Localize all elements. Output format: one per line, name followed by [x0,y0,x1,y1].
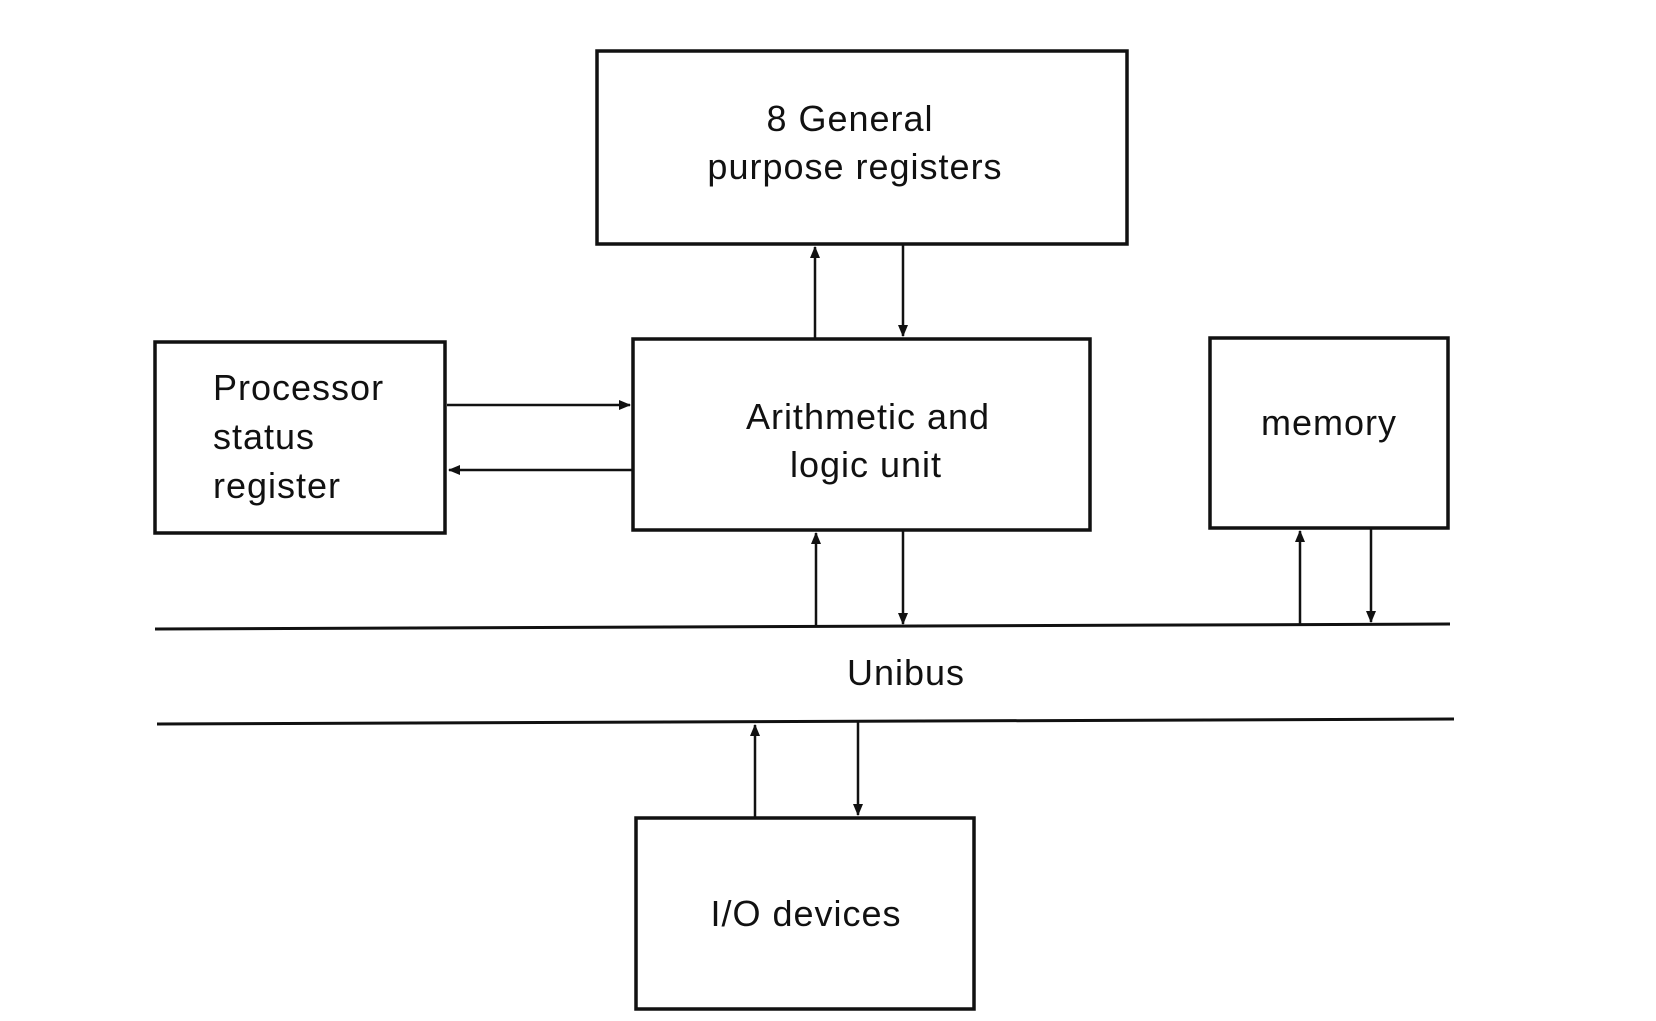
io-devices-label: I/O devices [710,893,901,934]
alu-box: Arithmetic and logic unit [631,337,1092,532]
unibus-upper-line [154,622,1451,631]
registers-label-line2: purpose registers [707,146,1002,187]
alu-label-line2: logic unit [790,444,942,485]
registers-box: 8 General purpose registers [595,49,1129,246]
psr-label-line3: register [213,465,341,506]
psr-label-line2: status [213,416,315,457]
psr-label-line1: Processor [213,367,384,408]
psr-box: Processor status register [153,340,447,535]
io-devices-box: I/O devices [634,816,976,1011]
unibus-lower-line [156,717,1455,726]
memory-label: memory [1261,402,1397,443]
memory-box: memory [1208,336,1450,530]
registers-label-line1: 8 General [766,98,933,139]
alu-label-line1: Arithmetic and [746,396,990,437]
unibus-label: Unibus [847,652,965,693]
unibus: Unibus [154,622,1455,726]
